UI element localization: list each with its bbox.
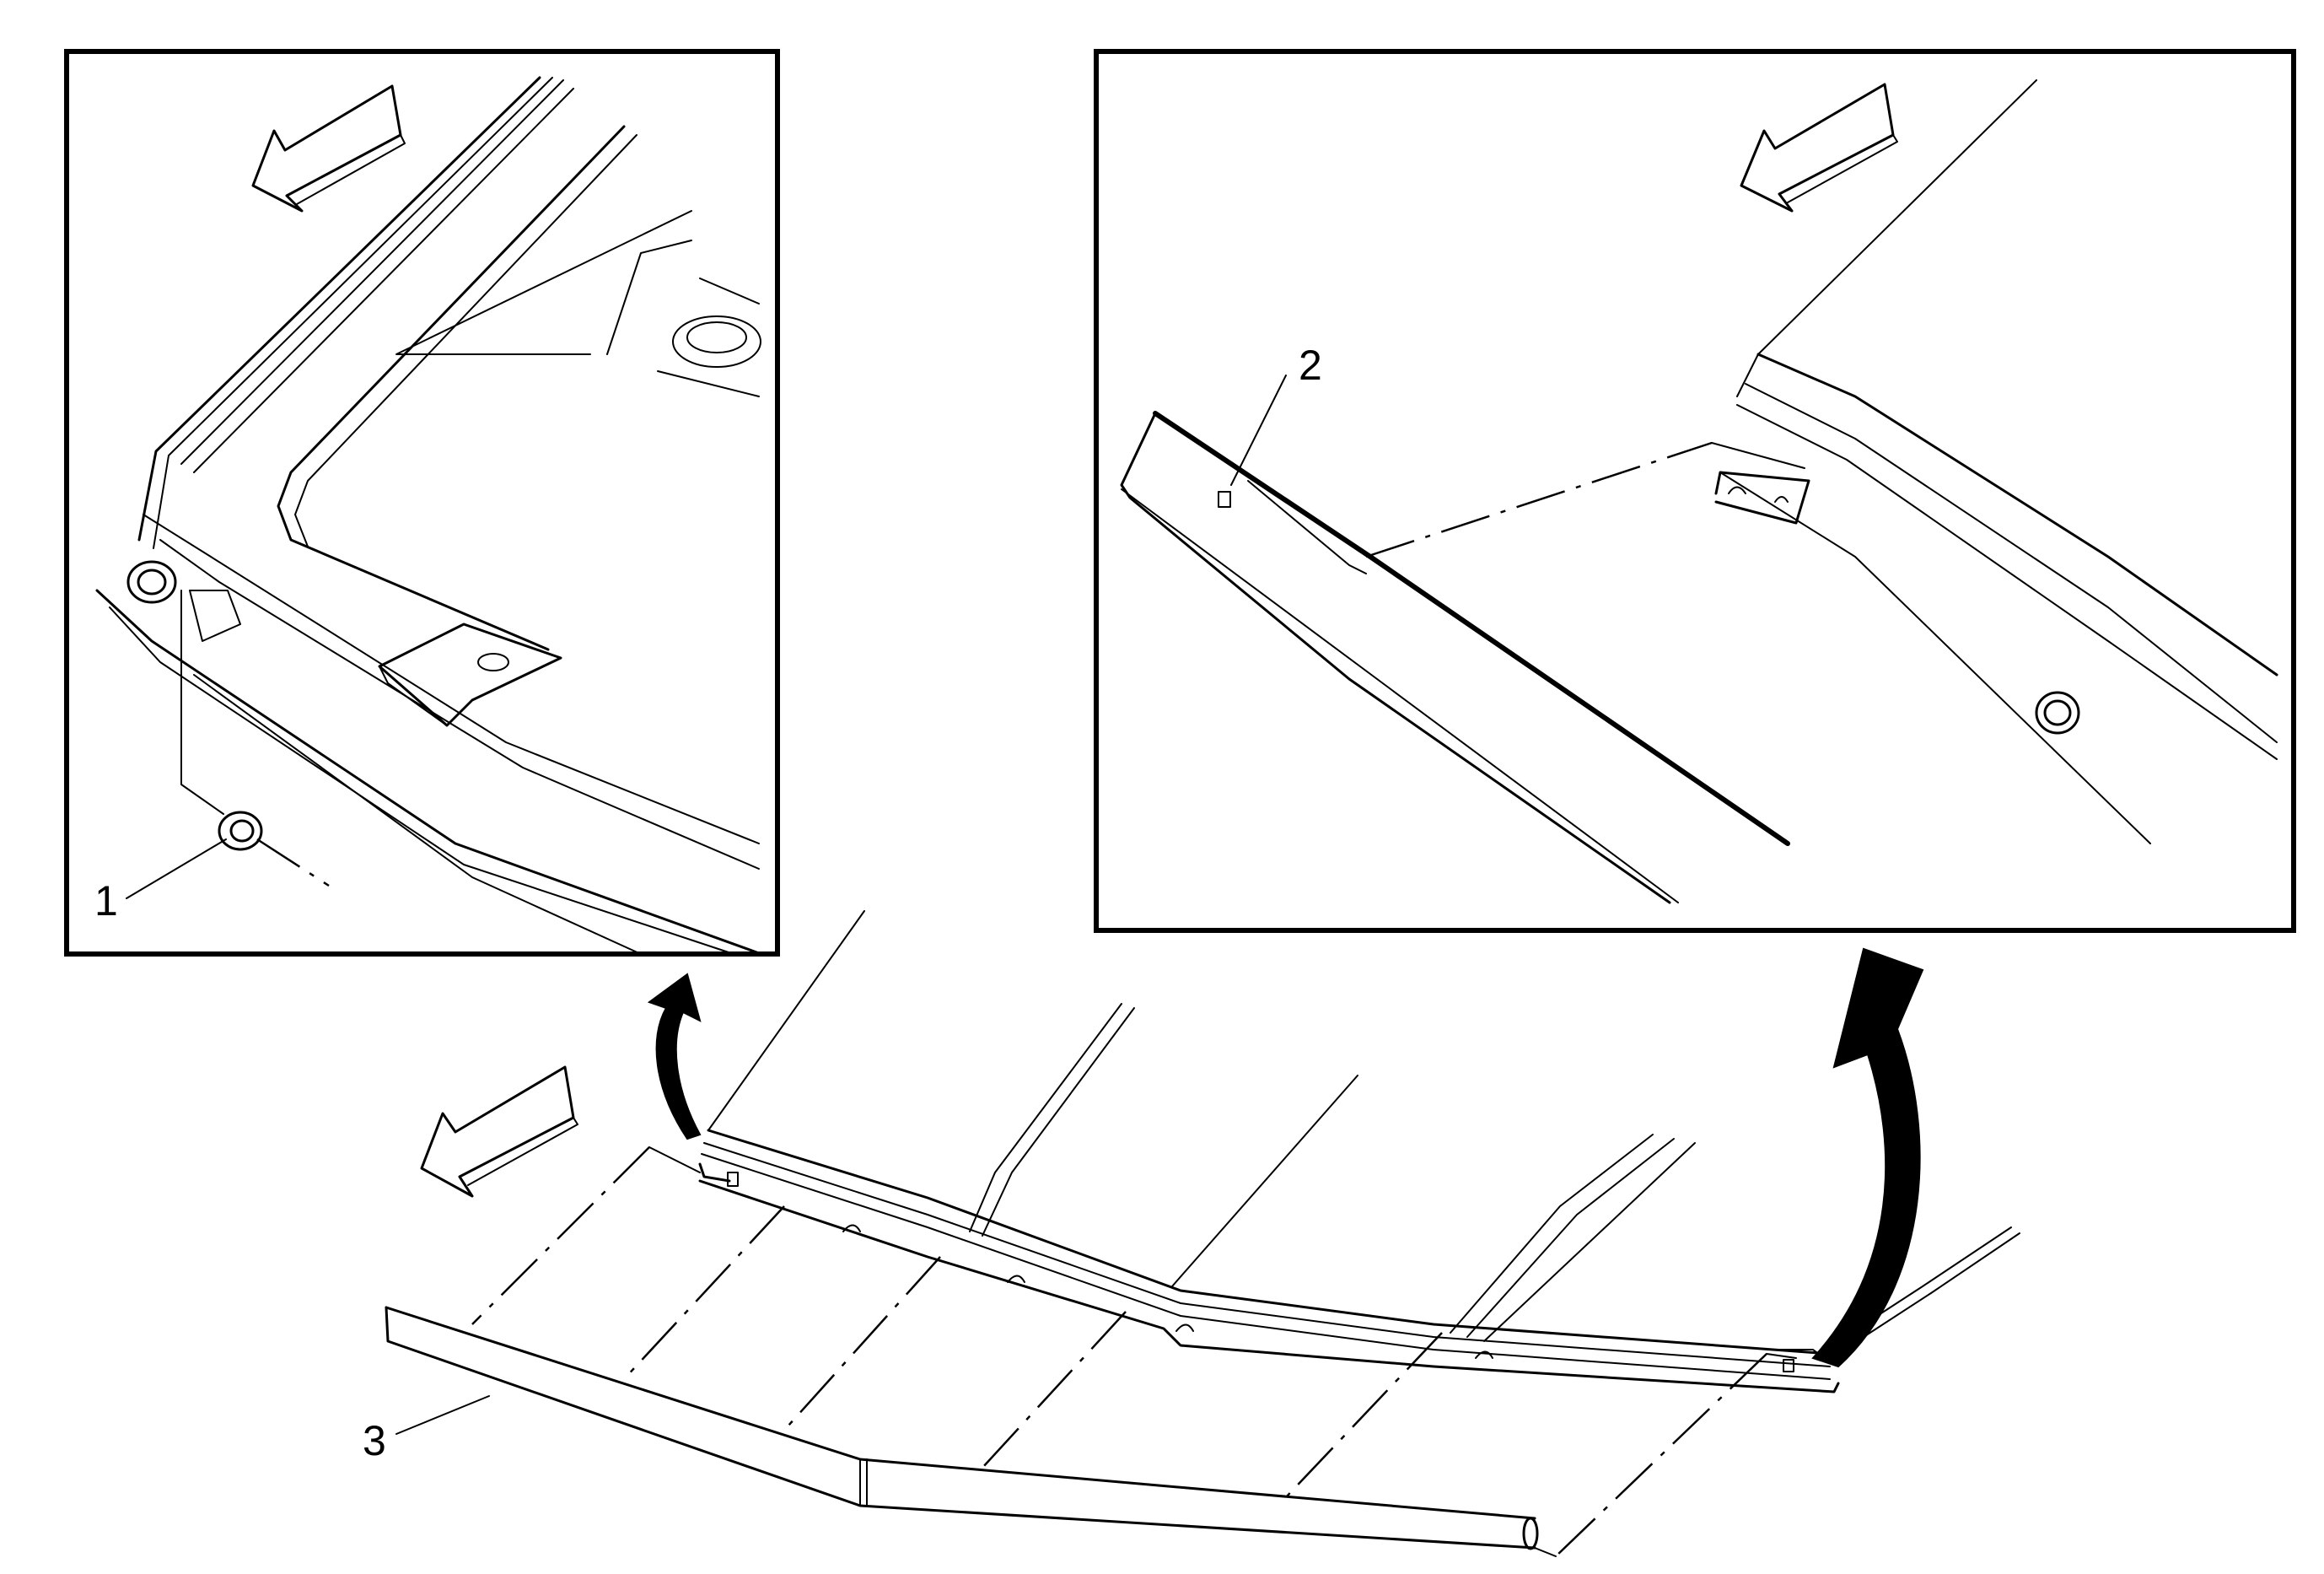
- alignment-lines: [471, 1146, 1797, 1557]
- roof-panel: [707, 910, 2020, 1349]
- callout-label-2: 2: [1299, 342, 1322, 389]
- detail-inset-left: 1: [64, 49, 780, 957]
- molding-strip: [385, 1306, 1539, 1550]
- roof-panel: [1719, 79, 2278, 844]
- window-frame: [137, 76, 761, 651]
- roof-rail: [698, 1129, 1840, 1393]
- fastener-hole: [126, 560, 241, 642]
- direction-arrow-icon: [251, 84, 406, 213]
- molding-strip: [1120, 411, 1790, 904]
- clip-slot: [698, 1162, 1831, 1372]
- curved-arrow-icon: [647, 973, 702, 1140]
- direction-arrow-icon: [420, 1065, 578, 1198]
- curved-arrow-icon: [1811, 947, 1924, 1368]
- retaining-clip: [180, 590, 330, 887]
- main-assembly-view: 3: [363, 910, 2020, 1557]
- direction-arrow-icon: [1740, 83, 1898, 213]
- detail-inset-right: 2: [1094, 49, 2296, 933]
- roof-rail: [95, 514, 761, 955]
- clip-slot: [1714, 471, 1810, 525]
- callout-label-1: 1: [94, 877, 118, 924]
- callout-label-3: 3: [363, 1417, 386, 1464]
- mounting-bracket: [378, 623, 562, 727]
